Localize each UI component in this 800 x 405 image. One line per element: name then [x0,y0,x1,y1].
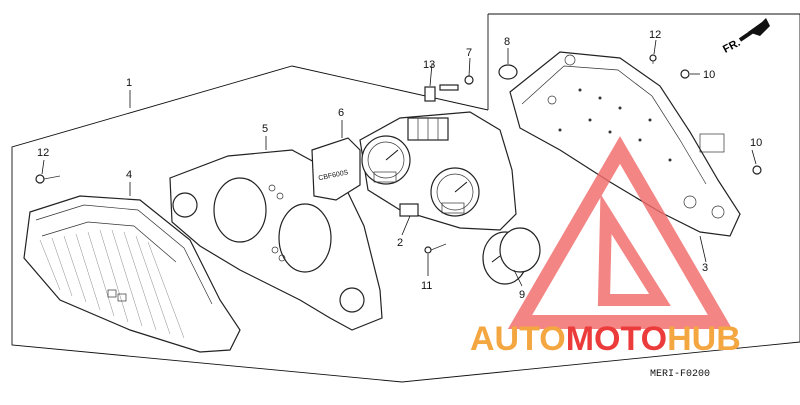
callout-12-left: 12 [37,147,49,159]
callout-9: 9 [519,289,525,301]
callout-10-top: 10 [703,69,715,81]
callout-11: 11 [421,280,432,292]
watermark-logo-icon [507,136,733,329]
callout-12-top: 12 [649,29,661,41]
callout-2: 2 [397,237,403,249]
callout-10-right: 10 [750,137,762,149]
callout-5: 5 [262,123,268,135]
callout-13: 13 [423,59,435,71]
callout-7: 7 [466,47,472,59]
meter-cap: CBF600S [311,137,361,201]
meter-cover [23,195,241,353]
diagram-code: MERI-F0200 [650,369,710,380]
callout-4: 4 [126,169,132,181]
watermark-text: AUTOMOTOHUB [470,320,741,358]
watermark-part-1: AUTO [470,320,566,358]
rear-case [509,51,741,237]
meter-body [359,111,517,231]
callout-1: 1 [126,77,132,89]
callout-3: 3 [702,262,708,274]
callout-6: 6 [338,107,344,119]
watermark-part-3: HUB [667,320,741,358]
assembly-outline [11,13,800,383]
indicator-lamp [482,227,541,285]
direction-arrow: FR. [721,18,770,56]
direction-label: FR. [721,37,742,56]
callout-8: 8 [504,36,510,48]
leader-lines [41,39,757,287]
watermark-part-2: MOTO [566,320,667,358]
hardware [35,54,762,254]
